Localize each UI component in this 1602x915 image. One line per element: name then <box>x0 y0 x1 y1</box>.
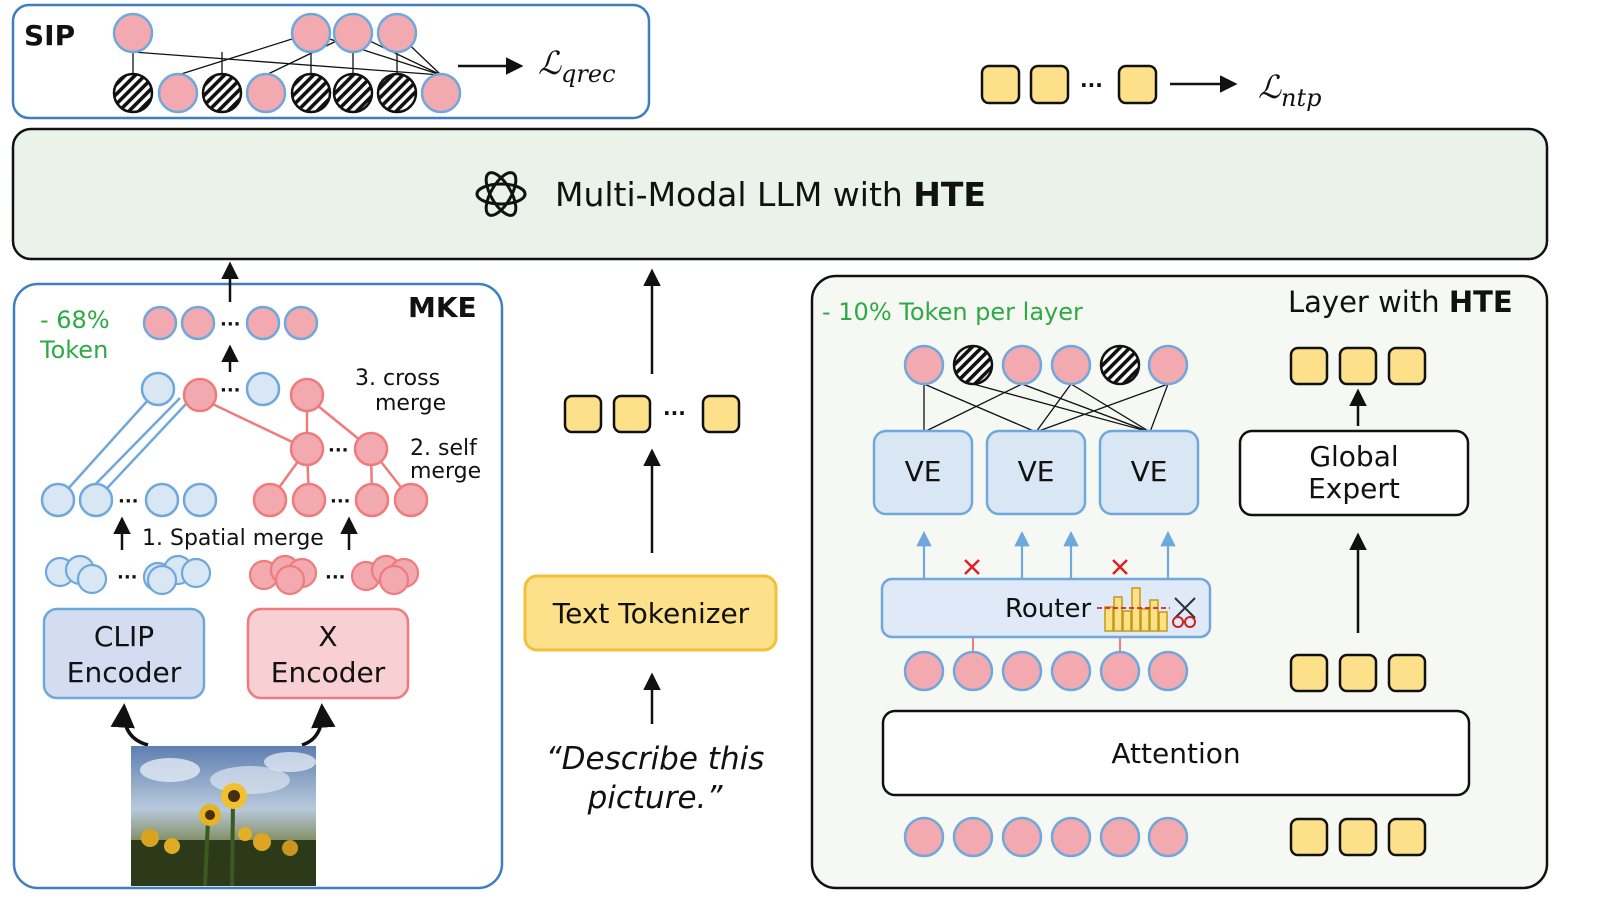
mke-raw-blue-tokens: ··· <box>44 554 212 596</box>
sip-bottom-tokens <box>112 72 462 114</box>
text-tokens-ellipsis: ··· <box>663 401 686 425</box>
mke-raw-pink-tokens: ··· <box>248 554 420 596</box>
router: Router <box>880 577 1212 639</box>
x-encoder-line1: X <box>318 620 337 653</box>
prompt-line2: picture.” <box>587 780 724 816</box>
global-expert-line1: Global <box>1309 440 1398 473</box>
sip-top-tokens <box>112 12 418 54</box>
attention-label: Attention <box>1111 737 1240 770</box>
image-to-x-arrow <box>301 703 336 747</box>
global-expert-line2: Expert <box>1308 472 1400 505</box>
mke-spatial-pink-tokens: ··· <box>252 482 429 518</box>
mke-cross-ellipsis: ··· <box>220 380 241 401</box>
mke-step1: 1. Spatial merge <box>142 526 324 551</box>
router-score-bars-icon <box>1104 587 1168 632</box>
mke-cross-merge-tokens: ··· <box>140 371 325 413</box>
ve-output-tokens <box>903 344 1189 386</box>
clip-encoder-line1: CLIP <box>94 620 154 653</box>
router-input-lines <box>972 638 1121 652</box>
image-to-clip-arrow <box>110 703 149 747</box>
mke-step3-line2: merge <box>375 391 446 416</box>
global-expert-input-tokens <box>1289 653 1427 693</box>
sip-connections <box>132 32 442 76</box>
x-encoder: X Encoder <box>246 607 410 700</box>
sip-label: SIP <box>24 19 75 52</box>
sip-panel: SIP <box>11 3 651 120</box>
mke-label: MKE <box>408 291 477 324</box>
router-label: Router <box>1005 594 1091 624</box>
sunflower-image <box>131 746 316 887</box>
visual-expert-3: VE <box>1098 429 1200 516</box>
hte-layer-panel: Layer with HTE - 10% Token per layer VE <box>810 274 1549 890</box>
text-tokenizer-label: Text Tokenizer <box>552 597 750 630</box>
text-tokens: ··· <box>563 394 741 434</box>
ve-output-connections <box>923 383 1169 433</box>
mke-raw-blue-ellipsis: ··· <box>117 567 138 588</box>
mke-raw-pink-ellipsis: ··· <box>325 567 346 588</box>
hte-reduction: - 10% Token per layer <box>822 298 1083 326</box>
ntp-loss-group: ··· ℒntp <box>980 64 1322 112</box>
clip-encoder-line2: Encoder <box>67 656 182 689</box>
text-tokenizer: Text Tokenizer <box>523 574 778 652</box>
openai-logo-icon <box>475 171 527 217</box>
mke-self-ellipsis: ··· <box>328 440 349 461</box>
mke-panel: MKE - 68% Token ··· ··· <box>12 261 504 890</box>
visual-expert-2: VE <box>985 429 1087 516</box>
layer-input-image-tokens <box>903 816 1189 858</box>
global-expert: Global Expert <box>1238 429 1470 517</box>
mke-step3-line1: 3. cross <box>355 366 440 391</box>
prompt-line1: “Describe this <box>546 741 765 777</box>
visual-expert-1: VE <box>872 429 974 516</box>
mke-spatial-blue-tokens: ··· <box>40 482 218 518</box>
router-input-tokens <box>903 650 1189 692</box>
dropped-token-x-icon-2 <box>1112 559 1128 575</box>
mke-step2-line2: merge <box>410 459 481 484</box>
mke-spatial-pink-ellipsis: ··· <box>330 491 351 512</box>
hte-title: Layer with HTE <box>1288 285 1513 319</box>
sip-loss: ℒqrec <box>538 44 616 88</box>
mke-spatial-blue-ellipsis: ··· <box>118 491 139 512</box>
x-encoder-line2: Encoder <box>271 656 386 689</box>
mke-reduction-line2: Token <box>39 336 108 364</box>
dropped-token-x-icon-1 <box>964 559 980 575</box>
mke-final-ellipsis: ··· <box>220 314 241 335</box>
router-output-arrows <box>916 530 1176 578</box>
global-expert-output-tokens <box>1289 346 1427 386</box>
visual-expert-3-label: VE <box>1131 455 1168 488</box>
scissors-icon <box>1172 597 1196 628</box>
visual-expert-1-label: VE <box>905 455 942 488</box>
clip-encoder: CLIP Encoder <box>42 607 206 700</box>
llm-label: Multi-Modal LLM with HTE <box>555 175 986 214</box>
llm-bar: Multi-Modal LLM with HTE <box>11 127 1549 261</box>
text-branch: ··· Text Tokenizer “Describe this pictur… <box>523 268 778 816</box>
mke-final-tokens: ··· <box>142 305 319 341</box>
mke-reduction-line1: - 68% <box>40 306 110 334</box>
mke-self-merge-tokens: ··· <box>289 431 389 467</box>
layer-input-text-tokens <box>1289 817 1427 857</box>
attention-block: Attention <box>881 709 1471 797</box>
ntp-loss: ℒntp <box>1258 68 1322 112</box>
ntp-ellipsis: ··· <box>1080 73 1103 97</box>
visual-expert-2-label: VE <box>1018 455 1055 488</box>
mke-step2-line1: 2. self <box>410 436 478 461</box>
